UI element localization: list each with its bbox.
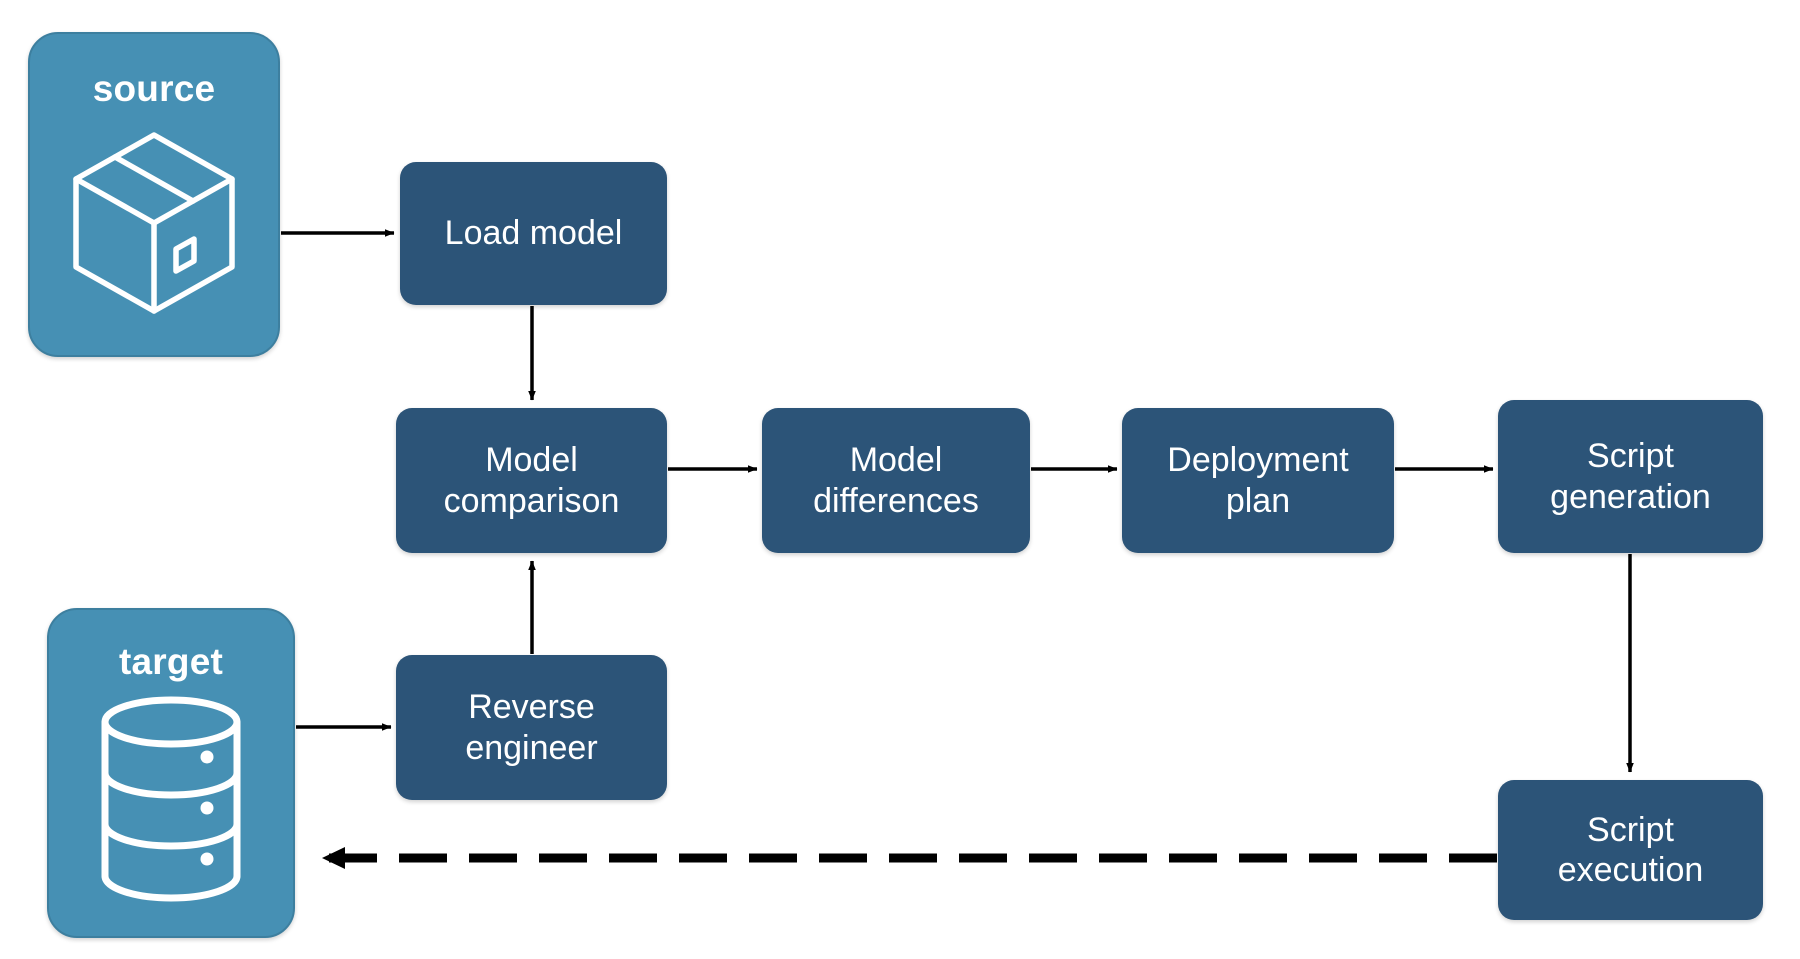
package-box-icon — [64, 121, 244, 326]
node-load-model-label: Load model — [444, 214, 623, 253]
node-model-differences-label: Model differences — [813, 441, 979, 520]
node-source[interactable]: source — [28, 32, 280, 357]
database-cylinder-icon — [91, 694, 251, 909]
node-reverse-engineer-label: Reverse engineer — [465, 688, 598, 767]
node-script-generation-label: Script generation — [1550, 437, 1711, 516]
node-model-comparison[interactable]: Model comparison — [396, 408, 667, 553]
node-script-generation[interactable]: Script generation — [1498, 400, 1763, 553]
node-source-label: source — [92, 67, 216, 109]
node-model-comparison-label: Model comparison — [443, 441, 620, 520]
node-reverse-engineer[interactable]: Reverse engineer — [396, 655, 667, 800]
node-deployment-plan-label: Deployment plan — [1167, 441, 1349, 520]
node-load-model[interactable]: Load model — [400, 162, 667, 305]
node-target[interactable]: target — [47, 608, 295, 938]
node-model-differences[interactable]: Model differences — [762, 408, 1030, 553]
node-target-label: target — [119, 641, 223, 682]
node-script-execution[interactable]: Script execution — [1498, 780, 1763, 920]
node-deployment-plan[interactable]: Deployment plan — [1122, 408, 1394, 553]
node-script-execution-label: Script execution — [1557, 810, 1704, 889]
